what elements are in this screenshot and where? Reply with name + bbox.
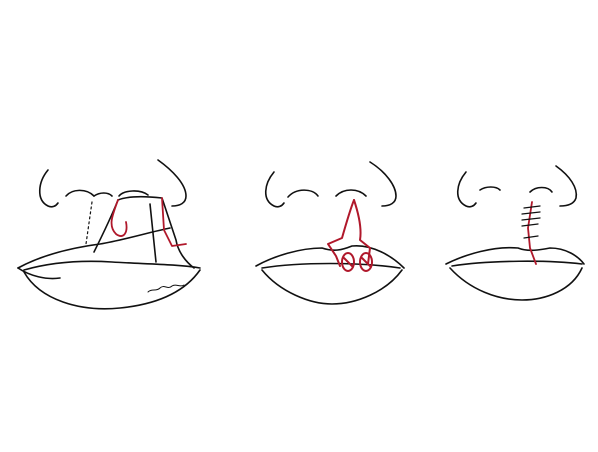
panel-1-lips (18, 228, 200, 309)
panel-1-nose (40, 160, 186, 207)
panel-2-nose (266, 162, 396, 207)
panel-2-lips (256, 246, 404, 304)
panel-1-flap-elevation (18, 160, 200, 309)
panel-3-lips (446, 248, 584, 300)
panel-3-nose (458, 166, 577, 207)
panel-2-flap-outline (328, 200, 372, 271)
panel-3-suture-line (528, 202, 536, 264)
panel-3-closure (446, 166, 584, 300)
panel-1-elevated-flap (94, 197, 194, 268)
panel-1-dotted-marking (86, 202, 92, 244)
panel-2-flap-design (256, 162, 404, 304)
